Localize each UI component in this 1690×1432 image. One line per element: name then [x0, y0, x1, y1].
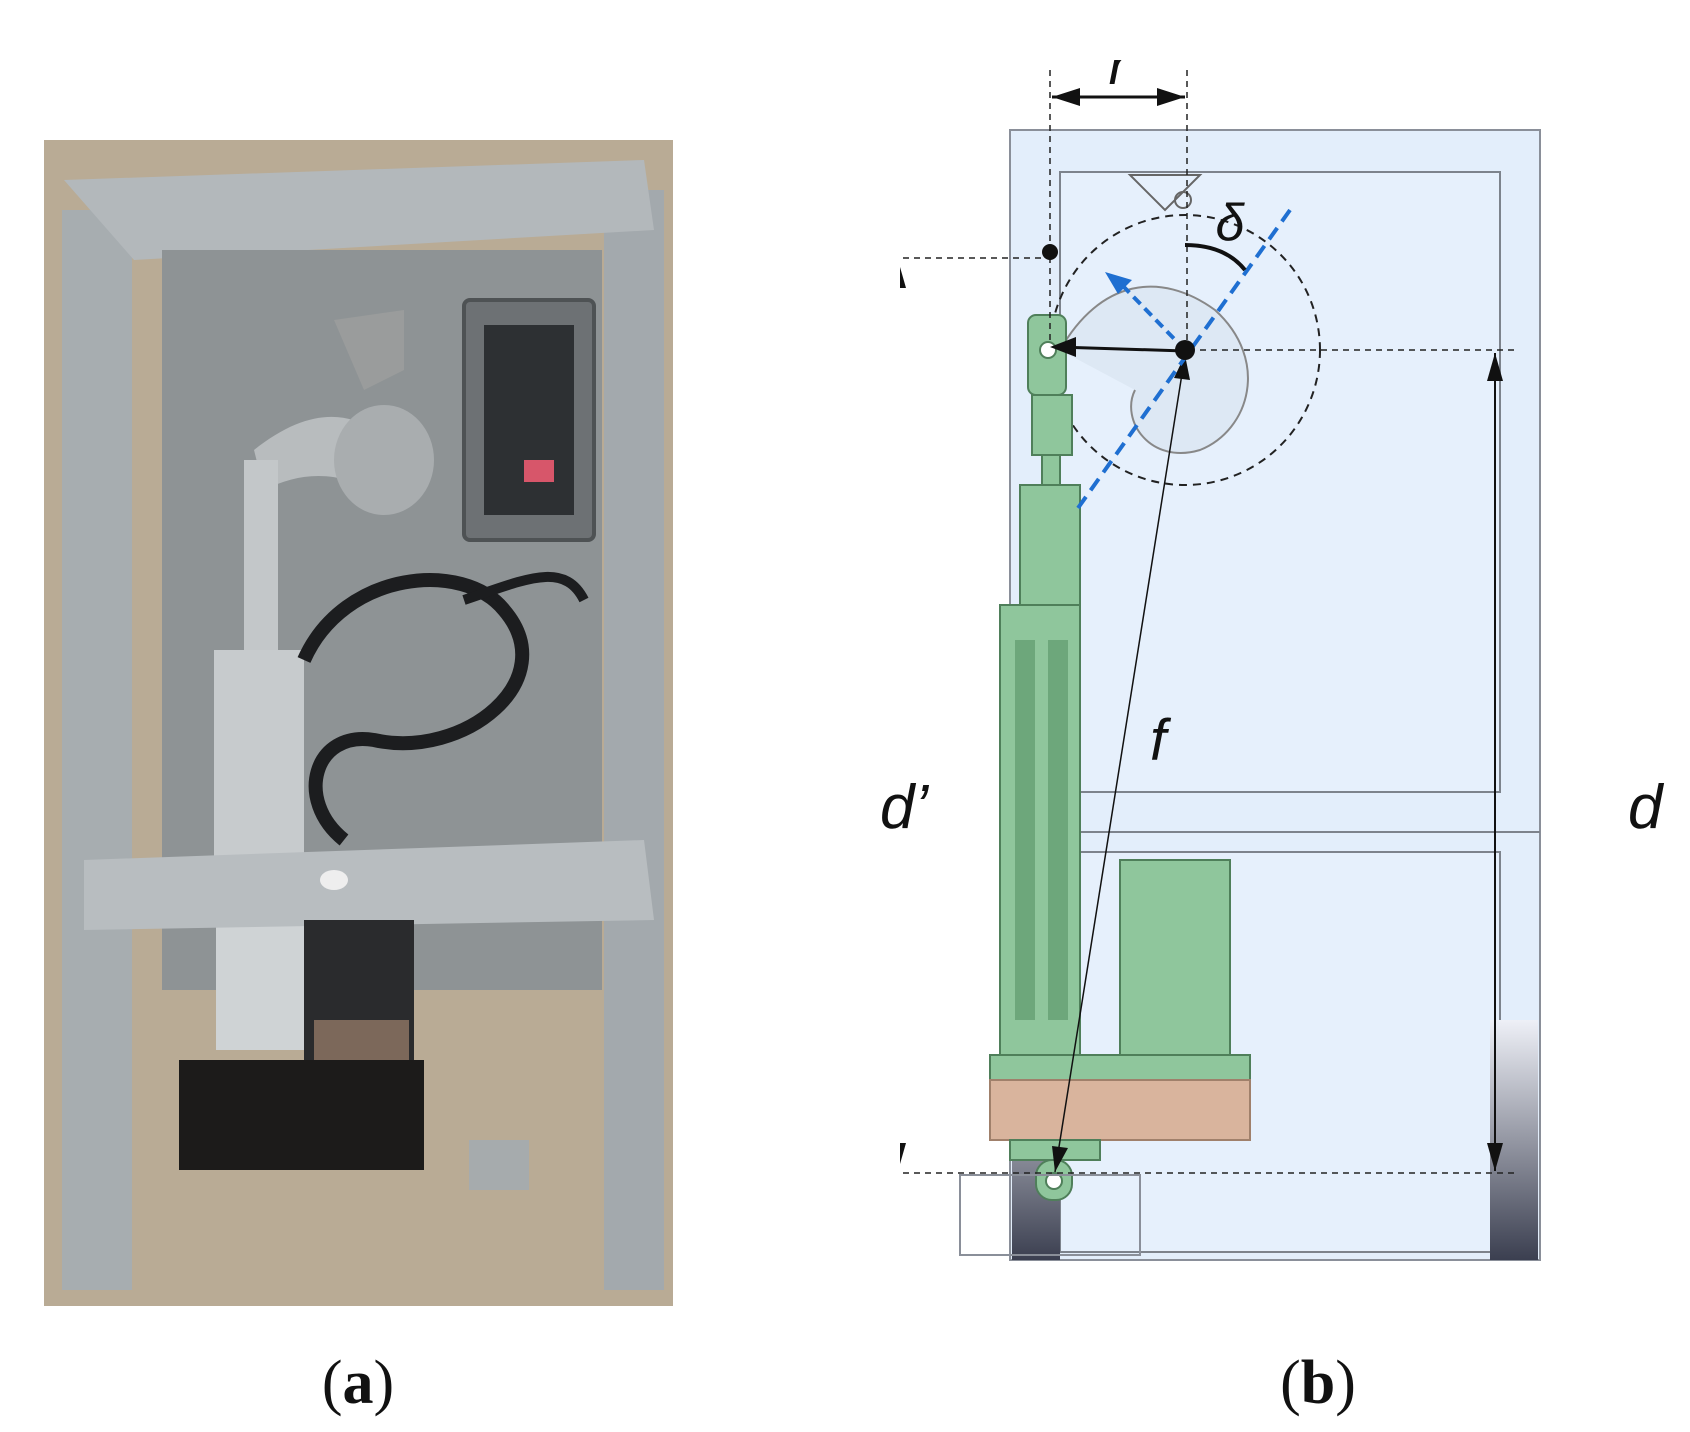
frame-post-left	[62, 210, 132, 1290]
radius-arrow-line	[1057, 345, 1186, 353]
caption-a-close: )	[373, 1349, 395, 1417]
base-clevis-hole	[1045, 1172, 1063, 1190]
r-arrowhead-left	[1052, 88, 1080, 106]
beam-label-tag	[320, 870, 348, 890]
actuator-groove-1	[1015, 640, 1035, 1020]
caption-b-close: )	[1335, 1349, 1356, 1417]
caption-b-letter: b	[1300, 1349, 1336, 1417]
base-bracket	[959, 1174, 1141, 1256]
actuator-groove-2	[1048, 640, 1068, 1020]
frame-top-beam	[64, 160, 654, 260]
actuator-neck	[1041, 454, 1061, 486]
f-arrowhead-bottom	[1052, 1146, 1068, 1172]
mechanism-diagram: r δ f	[870, 33, 1541, 1261]
caption-b: (b)	[1218, 1348, 1418, 1419]
crank-hub	[334, 405, 434, 515]
clevis-hole	[1039, 341, 1057, 359]
caption-b-open: (	[1280, 1349, 1301, 1417]
d-arrowhead-bottom	[1487, 1143, 1503, 1171]
actuator-rod	[1019, 484, 1081, 606]
upper-compartment	[1059, 171, 1501, 793]
controller-relay	[524, 460, 554, 482]
caption-a: (a)	[258, 1348, 458, 1419]
pivot-hole	[1174, 191, 1192, 209]
d-prime-arrowhead-top	[890, 260, 906, 288]
controller-board	[484, 325, 574, 515]
foot-right	[1490, 1020, 1538, 1260]
gearbox	[989, 1079, 1251, 1141]
pivot-mount	[334, 310, 404, 390]
base-block	[179, 1060, 424, 1170]
cable-upper	[462, 572, 589, 605]
frame-post-right	[604, 190, 664, 1290]
actuator-rod-end	[1031, 394, 1073, 456]
photo-panel-a	[44, 140, 673, 1306]
f-arrowhead-top	[1174, 355, 1190, 380]
bracket-photo	[469, 1140, 529, 1190]
blue-arrowhead	[1105, 272, 1132, 294]
reference-point	[1042, 244, 1058, 260]
diagram-panel-b: r δ f	[870, 33, 1680, 1320]
f-line	[1054, 354, 1186, 1173]
r-arrowhead-right	[1157, 88, 1185, 106]
caption-a-letter: a	[342, 1349, 374, 1417]
cable-loop	[297, 573, 530, 846]
label-d: d	[1628, 773, 1663, 842]
label-r: r	[1109, 60, 1130, 96]
radius-arrowhead	[1050, 337, 1076, 357]
label-delta: δ	[1216, 194, 1246, 252]
delta-arc	[1184, 243, 1247, 272]
d-arrowhead-top	[1487, 353, 1503, 381]
motor-body	[1119, 859, 1231, 1061]
motor-mount-plate	[989, 1054, 1251, 1081]
cross-beam	[84, 840, 654, 930]
actuator-rod	[244, 460, 278, 660]
actuator-photo	[44, 140, 673, 1306]
label-d-prime: d’	[880, 773, 929, 842]
d-prime-arrowhead-bottom	[890, 1143, 906, 1171]
crank-center-point	[1175, 340, 1195, 360]
caption-a-open: (	[321, 1349, 343, 1417]
